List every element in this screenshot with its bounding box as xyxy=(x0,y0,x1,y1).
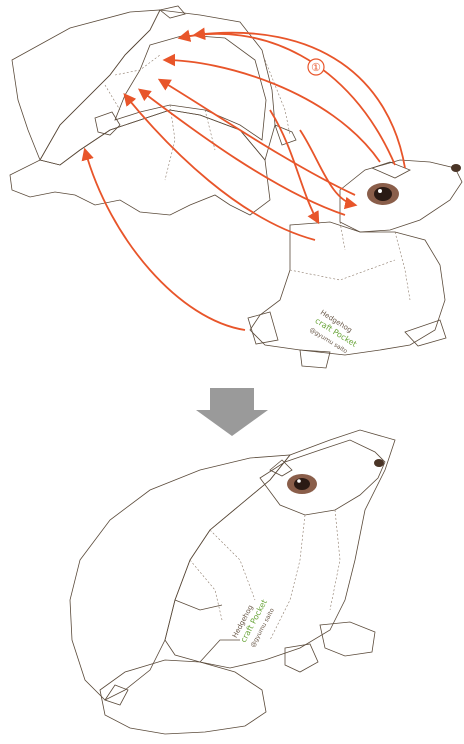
body-piece-quills xyxy=(12,10,160,160)
body-piece-belly xyxy=(115,35,266,140)
eye-icon xyxy=(374,187,392,201)
belly-print: Hedgehog craft Pocket @gyumu saito xyxy=(231,594,278,649)
head-piece-face xyxy=(340,160,462,232)
assembled-back-feet xyxy=(100,660,266,734)
assembled-quills xyxy=(70,455,290,700)
step-marker: ① xyxy=(311,61,321,74)
step-down-arrow xyxy=(196,388,268,436)
assembled-eye-icon xyxy=(294,478,310,490)
assembled-body-skin xyxy=(165,430,395,668)
assembled-hedgehog: Hedgehog craft Pocket @gyumu saito xyxy=(70,430,395,734)
chest-print: Hedgehog craft Pocket @gyumu saito xyxy=(308,309,363,358)
head-piece: Hedgehog craft Pocket @gyumu saito xyxy=(248,160,462,368)
assembled-front-feet xyxy=(320,622,375,656)
nose-icon xyxy=(451,164,461,172)
assembled-nose-icon xyxy=(374,459,384,467)
assembly-arrows: ① xyxy=(85,33,405,330)
assembled-head xyxy=(260,440,385,515)
